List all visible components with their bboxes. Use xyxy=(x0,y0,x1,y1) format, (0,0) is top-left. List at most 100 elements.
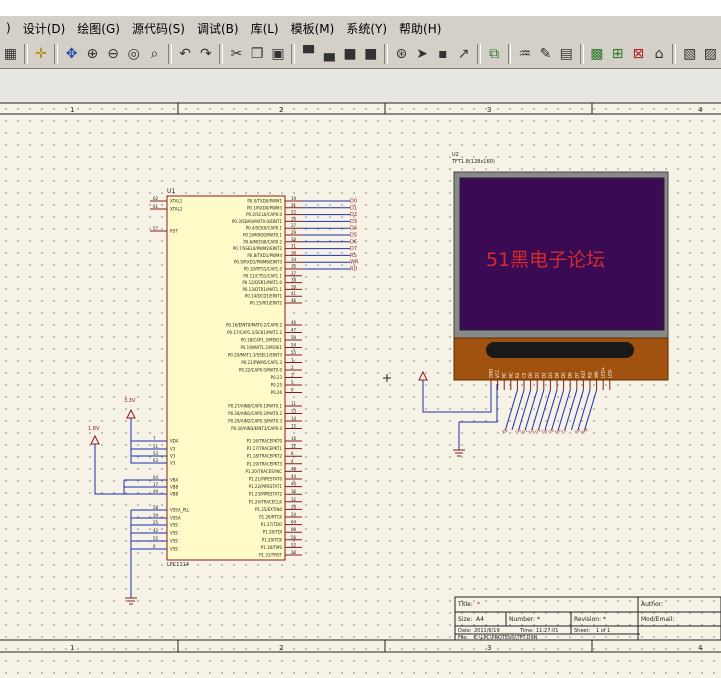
mcu-pin-name: P0.30/AIN3/EINT3/CAP0.0 xyxy=(231,426,282,431)
mcu-pin-number: 32 xyxy=(291,497,297,502)
mcu-pin-number: 54 xyxy=(291,343,297,348)
redo-icon[interactable]: ↷ xyxy=(200,46,212,62)
menu-item-debug[interactable]: 调试(B) xyxy=(196,21,239,36)
menu-item-help[interactable]: 帮助(H) xyxy=(399,21,442,36)
paste-icon[interactable]: ▣ xyxy=(271,46,285,62)
ruler-label: 2 xyxy=(279,644,283,652)
mcu-pin-name: VSS xyxy=(170,531,178,536)
mcu-pin-name: P1.18/TRACEPKT2 xyxy=(247,454,283,459)
make-device-icon[interactable]: ➤ xyxy=(416,46,428,62)
menu-item-library[interactable]: 库(L) xyxy=(250,21,279,36)
mcu-pin-number: 33 xyxy=(291,250,297,255)
mcu-pin-number: 20 xyxy=(291,550,297,555)
mcu-pin-name: P0.27/AIN0/CAP0.1/MAT0.1 xyxy=(228,404,282,409)
export-icon[interactable]: ⌂ xyxy=(654,46,664,62)
report-icon[interactable]: ▨ xyxy=(703,46,718,62)
net-label: D5 xyxy=(350,233,357,239)
block-move-icon[interactable]: ▄ xyxy=(323,46,335,62)
ruler-label: 4 xyxy=(698,644,703,652)
mcu-pin-name: P0.26 xyxy=(271,390,283,395)
toolbar-separator xyxy=(23,44,28,64)
revision-label: Revision: xyxy=(574,616,601,623)
bom-icon[interactable]: ▧ xyxy=(683,46,697,62)
workspace-header-area xyxy=(0,69,721,103)
lcd-pin-label: D2 xyxy=(541,372,546,378)
net-label: D7 xyxy=(350,246,357,252)
file-value: E:\LPC\PROTEUS\TFT.DSN xyxy=(474,635,538,641)
mcu-pin-name: P0.8/TXD1/PWM4 xyxy=(247,253,282,258)
mcu-pin-number: 51 xyxy=(153,444,159,449)
menu-item-truncated[interactable]: ) xyxy=(6,21,11,35)
sheet-value: 1 of 1 xyxy=(596,628,610,634)
block-copy-icon[interactable]: ▀ xyxy=(303,46,314,62)
mcu-pin-number: 7 xyxy=(153,436,156,441)
block-rotate-icon[interactable]: ■ xyxy=(343,46,357,62)
net-label: WR xyxy=(350,260,359,266)
mcu-pin-name: VBB xyxy=(170,485,178,490)
mcu-pin-number: 6 xyxy=(153,544,156,549)
lcd-part: TFT1.8(128x160) xyxy=(451,159,495,165)
mcu-pin-name: P0.18/CAP1.3/MISO1 xyxy=(241,338,283,343)
remove-sheet-icon[interactable]: ⊞ xyxy=(611,46,624,62)
mcu-pin-name: VSSA_PLL xyxy=(170,508,190,513)
mcu-part: LPC1114 xyxy=(167,562,189,568)
menu-item-source[interactable]: 源代码(S) xyxy=(131,21,185,36)
lcd-net-wire xyxy=(531,389,545,431)
lcd-net-wire xyxy=(544,389,558,431)
cut-icon[interactable]: ✂ xyxy=(230,46,243,62)
wire-autoroute-icon[interactable]: ⧉ xyxy=(489,46,500,62)
search-icon[interactable]: ♒ xyxy=(518,46,532,62)
lcd-net-label: D0 xyxy=(514,427,522,435)
ruler-label: 1 xyxy=(70,106,74,114)
mcu-pin-number: 11 xyxy=(291,401,297,406)
menu-item-design[interactable]: 设计(D) xyxy=(22,21,66,36)
undo-icon[interactable]: ↶ xyxy=(179,46,191,62)
mcu-pin-number: 15 xyxy=(291,424,297,429)
mcu-pin-number: 37 xyxy=(291,271,297,276)
mcu-pin-number: 4 xyxy=(291,459,294,464)
lcd-pin-label: D4 xyxy=(555,372,560,378)
mcu-pin-number: 8 xyxy=(291,451,294,456)
zoom-area-icon[interactable]: ⌕ xyxy=(150,46,159,62)
mcu-pin-name: VBB xyxy=(170,492,178,497)
mcu-pin-number: 5 xyxy=(291,380,294,385)
mcu-pin-name: P1.26/RTCK xyxy=(259,515,282,520)
property-assign-icon[interactable]: ✎ xyxy=(539,46,552,62)
mcu-pin-number: 46 xyxy=(291,320,297,325)
menu-item-system[interactable]: 系统(Y) xyxy=(346,21,388,36)
zoom-out-icon[interactable]: ⊖ xyxy=(107,46,119,62)
zoom-all-icon[interactable]: ◎ xyxy=(127,46,140,62)
menu-item-graph[interactable]: 绘图(G) xyxy=(77,21,120,36)
netlist-icon[interactable]: ▤ xyxy=(559,46,573,62)
pan-icon[interactable]: ✥ xyxy=(65,46,78,62)
crosshair-icon[interactable]: ✛ xyxy=(35,46,47,62)
copy-icon[interactable]: ❐ xyxy=(250,46,264,62)
mcu-pin-number: 24 xyxy=(291,512,297,517)
grid-icon[interactable]: ▦ xyxy=(3,46,17,62)
toolbar-separator xyxy=(672,44,677,64)
decompose-icon[interactable]: ↗ xyxy=(457,46,470,62)
sheet-label: Sheet: xyxy=(574,628,590,634)
lcd-net-label: D3 xyxy=(534,427,542,435)
new-sheet-icon[interactable]: ▩ xyxy=(590,46,604,62)
lcd-net-label: D6 xyxy=(554,427,562,435)
mcu-pin-number: 49 xyxy=(153,489,159,494)
package-icon[interactable]: ▪ xyxy=(438,46,448,62)
mcu-pin-name: P0.22/CAP0.0/MAT0.0 xyxy=(239,368,282,373)
mcu-pin-name: RST xyxy=(170,229,178,234)
mcu-ref: U1 xyxy=(167,188,175,195)
mcu-pin-number: 31 xyxy=(291,244,297,249)
zoom-in-icon[interactable]: ⊕ xyxy=(86,46,99,62)
bottom-ruler: 1 2 3 4 xyxy=(0,639,721,653)
menu-item-template[interactable]: 模板(M) xyxy=(290,21,335,36)
pick-device-icon[interactable]: ⊛ xyxy=(395,46,408,62)
mcu-pin-number: 25 xyxy=(153,520,159,525)
mcu-pin-number: 36 xyxy=(291,489,297,494)
block-delete-icon[interactable]: ■ xyxy=(364,46,378,62)
goto-sheet-icon[interactable]: ⊠ xyxy=(632,46,645,62)
mcu-pin-name: P1.30/TMS xyxy=(261,545,283,550)
mcu-pin-number: 29 xyxy=(291,230,297,235)
